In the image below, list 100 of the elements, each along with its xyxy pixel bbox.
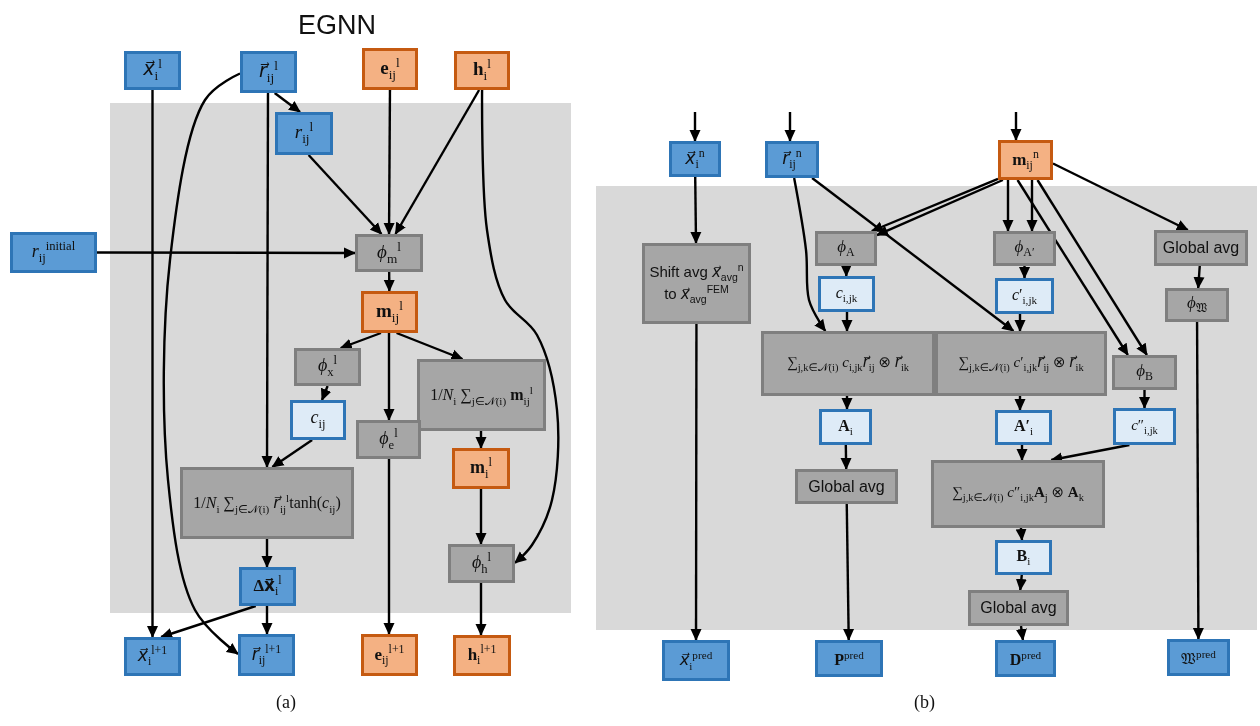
arrow (147, 90, 158, 638)
operation-box (795, 469, 898, 504)
coefficient-box (818, 276, 875, 312)
arrow (876, 178, 1004, 237)
arrow (261, 539, 273, 568)
arrow (1015, 574, 1027, 591)
arrow (383, 333, 395, 421)
math-label: ϕ$_{A′}$ (1014, 237, 1035, 260)
feature-box (998, 140, 1053, 180)
math-label: c′$_{i,jk}$ (1011, 285, 1038, 307)
arrow (1014, 396, 1026, 411)
arrow (475, 431, 487, 449)
coefficient-box (1113, 408, 1176, 445)
feature-box (454, 51, 510, 90)
arrow (475, 489, 487, 545)
arrow (1010, 112, 1022, 141)
operation-box (180, 467, 354, 539)
feature-box (453, 635, 511, 676)
math-label: Global avg (980, 599, 1057, 617)
arrow (690, 177, 702, 244)
operation-box (355, 234, 423, 272)
arrow (1019, 266, 1030, 279)
variable-box (1167, 639, 1230, 676)
arrow (162, 72, 241, 655)
operation-box (417, 359, 546, 431)
variable-box (238, 634, 295, 676)
coefficient-box (995, 278, 1054, 314)
math-label: 1/N$_{i}$ ∑$_{j∈𝒩(i)}$ r⃗$_{ij}$$^{l}$tanh(c$_{ij}$) (193, 491, 341, 515)
math-label: B$_{i}$ (1016, 547, 1031, 568)
arrow (1002, 180, 1014, 232)
arrow (870, 177, 999, 233)
arrow (1193, 265, 1205, 289)
arrow (1026, 180, 1038, 232)
arrow (160, 604, 257, 639)
panel-caption: (a) (276, 692, 296, 713)
arrow (307, 154, 383, 235)
math-label: P$^{pred}$ (834, 648, 864, 669)
variable-box (669, 141, 721, 177)
coefficient-box (290, 400, 346, 440)
variable-box (10, 232, 97, 273)
arrow (792, 177, 827, 332)
variable-box (240, 51, 297, 93)
arrow (841, 312, 853, 332)
arrow (1016, 445, 1028, 461)
math-label: 𝔚$^{pred}$ (1181, 647, 1216, 668)
arrow (811, 177, 1015, 332)
operation-box (931, 460, 1105, 528)
operation-box (761, 331, 935, 396)
arrow (690, 324, 702, 641)
math-label: Global avg (808, 477, 885, 496)
operation-box (968, 590, 1069, 626)
arrow (1139, 390, 1150, 409)
operation-box (1154, 230, 1248, 266)
arrow (320, 385, 332, 401)
operation-box (1112, 355, 1177, 390)
arrow (480, 90, 560, 564)
math-label: c$_{ij}$ (310, 408, 326, 432)
arrow (394, 89, 481, 235)
coefficient-box (995, 410, 1052, 445)
operation-box (294, 348, 361, 386)
arrow (840, 444, 852, 470)
variable-box (124, 637, 181, 676)
arrow (261, 606, 273, 635)
operation-box (1165, 288, 1229, 322)
variable-box (765, 141, 819, 178)
math-label: ∑$_{j,k∈𝒩(i)}$ c$_{i,jk}$r⃗$_{ij}$ ⊗ r⃗$_{ik}$ (786, 353, 910, 374)
variable-box (995, 640, 1056, 677)
operation-box (993, 231, 1056, 266)
math-label: A′$_{i}$ (1013, 417, 1034, 438)
math-label: ϕ$_{B}$ (1136, 361, 1153, 384)
arrow (475, 583, 487, 636)
math-label: ϕ$_{𝔚}$ (1187, 294, 1207, 316)
arrow (1036, 179, 1148, 356)
feature-box (361, 291, 418, 333)
math-label: c″$_{i,jk}$ (1131, 416, 1158, 437)
operation-box (815, 231, 877, 266)
math-label: Global avg (1162, 239, 1240, 257)
math-label: ∑$_{j,k∈𝒩(i)}$ c″$_{i,jk}$A$_{j}$ ⊗ A$_{k}$ (952, 484, 1084, 504)
arrow (383, 90, 395, 235)
math-label: ∑$_{j,k∈𝒩(i)}$ c′$_{i,jk}$r⃗$_{ij}$ ⊗ r⃗$_{ik}$ (958, 353, 1084, 374)
arrow (383, 272, 395, 292)
arrow (273, 92, 301, 113)
arrow (840, 264, 852, 277)
arrow (1016, 179, 1129, 356)
arrow (843, 503, 855, 641)
variable-box (815, 640, 883, 677)
variable-box (662, 640, 730, 681)
coefficient-box (819, 409, 872, 445)
coefficient-box (995, 540, 1052, 575)
arrow (784, 112, 796, 142)
arrow (271, 439, 313, 468)
math-label: c$_{i,jk}$ (835, 283, 858, 305)
feature-box (361, 634, 418, 676)
math-label: ϕ$_{A}$ (837, 237, 855, 260)
feature-box (452, 448, 510, 489)
math-label: A$_{i}$ (838, 416, 853, 438)
variable-box (124, 51, 181, 90)
operation-box (935, 331, 1107, 396)
arrow (339, 331, 382, 350)
operation-box (356, 420, 421, 459)
